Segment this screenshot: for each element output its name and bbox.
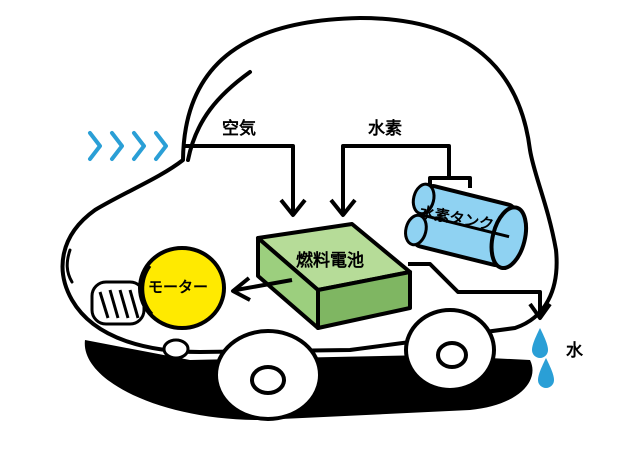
water-flow-arrow <box>408 262 552 320</box>
water-drops <box>532 328 554 388</box>
motor-label: モーター <box>148 278 208 296</box>
chevron-arrows-icon <box>132 131 146 161</box>
water-label: 水 <box>566 340 584 361</box>
hydrogen-label: 水素 <box>368 118 402 139</box>
headlight <box>162 338 190 360</box>
fuel-cell-label: 燃料電池 <box>296 250 364 271</box>
rear-wheel <box>404 308 496 392</box>
chevron-arrows-icon <box>154 131 168 161</box>
air-label: 空気 <box>222 118 256 139</box>
motor-flow-arrow <box>231 276 293 302</box>
chevron-arrows-icon <box>88 131 102 161</box>
car-hood-line <box>65 248 74 284</box>
air-intake-arrows <box>88 131 168 161</box>
fuel-cell <box>256 222 412 330</box>
water-drop-icon <box>532 328 548 358</box>
front-wheel <box>214 329 322 421</box>
hydrogen-tank: 水素タンク <box>404 182 529 271</box>
hydrogen-flow-arrow <box>329 144 472 217</box>
motor <box>138 246 226 330</box>
water-drop-icon <box>538 358 554 388</box>
chevron-arrows-icon <box>110 131 124 161</box>
air-flow-arrow <box>183 144 307 217</box>
